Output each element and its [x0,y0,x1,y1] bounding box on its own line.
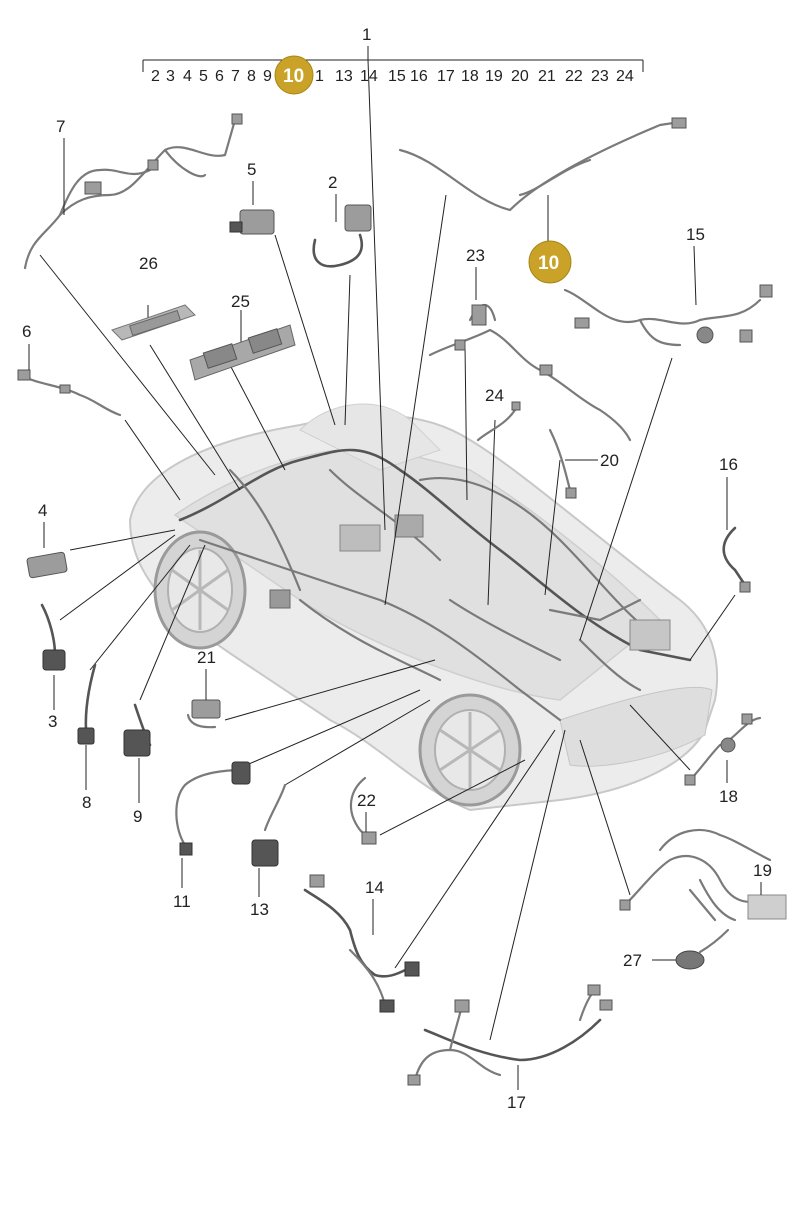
callout-11: 11 [173,892,191,911]
callout-3: 3 [48,712,57,731]
scale-label: 16 [410,68,428,85]
scale-label: 22 [565,68,583,85]
callout-stubs [28,138,762,1090]
highlight-badge-top [274,55,314,95]
scale-label: 17 [437,68,455,85]
callout-24: 24 [485,386,504,405]
installed-harness [178,448,692,722]
callout-17: 17 [507,1093,526,1112]
part-4-sensor [26,551,68,579]
scale-label: 20 [511,68,529,85]
header-label: 1 [362,25,371,44]
callout-4: 4 [38,501,47,520]
callout-26: 26 [139,254,158,273]
highlight-badge-top-label: 10 [283,66,304,87]
scale-label: 1 [315,68,324,85]
part-16-wire [722,526,751,593]
scale-label: 18 [461,68,479,85]
part-19-harness [619,828,787,922]
part-6-harness [17,369,122,417]
leader-lines [39,59,736,1041]
scale-label: 2 [151,68,160,85]
scale-label: 15 [388,68,406,85]
scale-label: 6 [215,68,224,85]
callout-labels: 2 3 4 5 6 7 8 9 11 13 14 15 16 17 18 19 … [22,117,772,1112]
callout-2: 2 [328,173,337,192]
callout-14: 14 [365,878,384,897]
callout-13: 13 [250,900,269,919]
part-22-cable [349,776,377,845]
scale-label: 24 [616,68,634,85]
scale-label: 7 [231,68,240,85]
callout-23: 23 [466,246,485,265]
callout-27: 27 [623,951,642,970]
part-21-connector [186,699,221,729]
part-18-harness [684,713,762,786]
car-body [128,403,719,812]
highlight-badge-harness [528,240,572,284]
part-2-connector [312,204,372,268]
callout-6: 6 [22,322,31,341]
part-8-cable [77,663,97,745]
scale-label: 8 [247,68,256,85]
part-20-wire [548,428,577,499]
callout-8: 8 [82,793,91,812]
callout-7: 7 [56,117,65,136]
scale-label: 9 [263,68,272,85]
scale-label: 5 [199,68,208,85]
part-27-component [652,928,730,970]
part-26-bracket [111,304,196,341]
part-17-harness [407,984,613,1086]
part-24-wire [476,401,521,442]
scale-label: 19 [485,68,503,85]
callout-20: 20 [600,451,619,470]
callout-15: 15 [686,225,705,244]
scale-label: 21 [538,68,556,85]
part-13-cable [251,783,287,867]
part-14-harness [303,874,420,1013]
callout-18: 18 [719,787,738,806]
part-15-harness [563,284,773,347]
part-9-cable [123,703,152,757]
rear-wheel [418,693,522,807]
part-7-front-harness [23,113,243,270]
callout-19: 19 [753,861,772,880]
part-25-bracket [189,324,296,381]
scale-label: 4 [183,68,192,85]
part-5-sensor [229,209,275,235]
part-3-cable [40,603,66,671]
scale-label: 3 [166,68,175,85]
callout-21: 21 [197,648,216,667]
callout-5: 5 [247,160,256,179]
highlight-badge-harness-label: 10 [538,253,559,274]
callout-22: 22 [357,791,376,810]
scale-label: 23 [591,68,609,85]
scale-label: 13 [335,68,353,85]
callout-25: 25 [231,292,250,311]
part-10-harness: 10 [398,117,687,284]
callout-9: 9 [133,807,142,826]
part-11-harness [175,761,251,856]
callout-16: 16 [719,455,738,474]
part-23-harness [428,303,632,442]
